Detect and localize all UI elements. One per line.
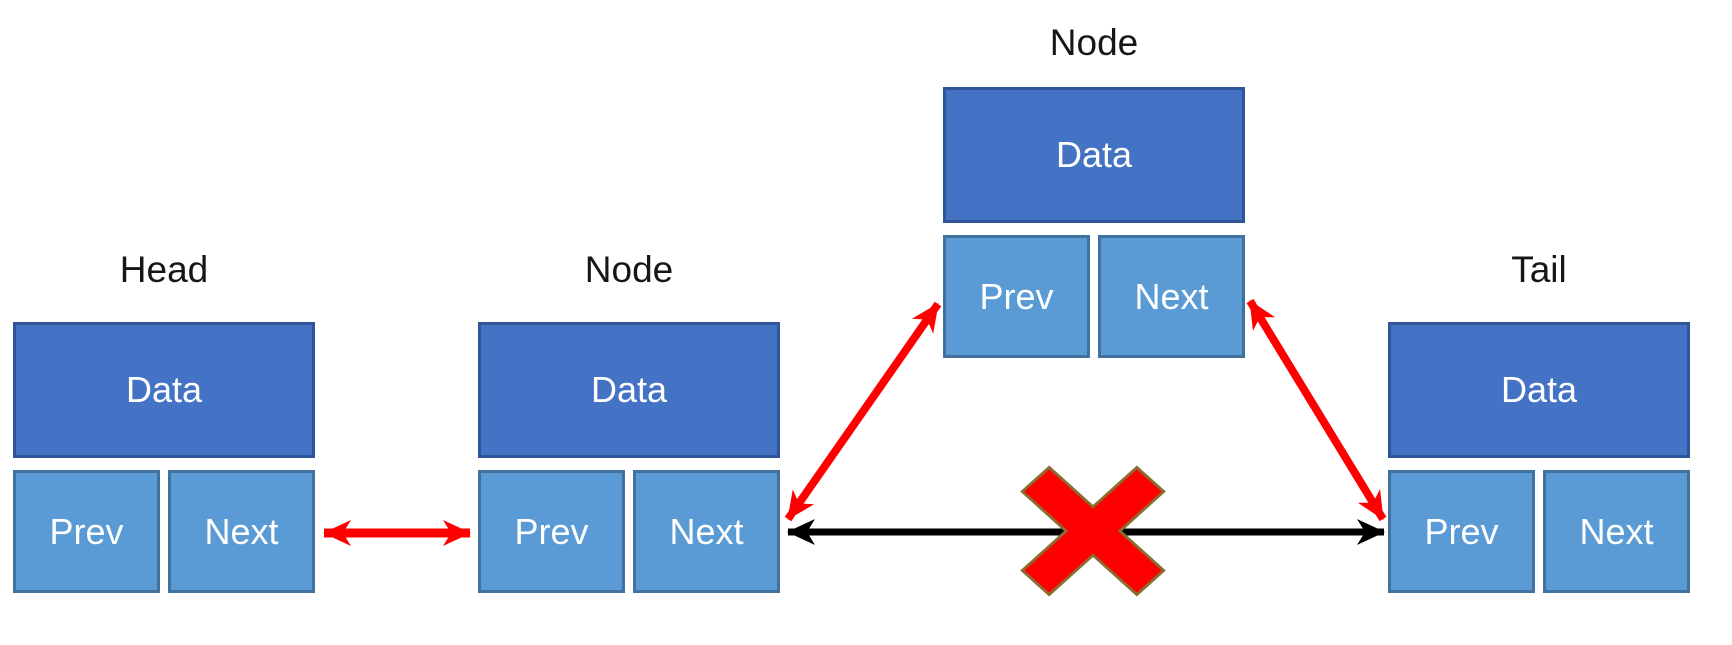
node-head-data-box: Data [13, 322, 315, 458]
node-head-next-box: Next [168, 470, 315, 593]
node-tail-prev-box: Prev [1388, 470, 1535, 593]
broken-link-x-icon [1020, 465, 1166, 597]
node-tail-next-box: Next [1543, 470, 1690, 593]
node-middle-next-box: Next [633, 470, 780, 593]
node-inserted-label: Node [1049, 22, 1139, 63]
node-head-prev-box: Prev [13, 470, 160, 593]
node-middle-data-box: Data [478, 322, 780, 458]
node-head-pointer-row: Prev Next [13, 470, 315, 593]
node-middle: Node Data Prev Next [478, 249, 780, 593]
node-inserted-pointer-row: Prev Next [943, 235, 1245, 358]
node-inserted-next-box: Next [1098, 235, 1245, 358]
node-inserted-prev-box: Prev [943, 235, 1090, 358]
node-tail-label: Tail [1511, 249, 1567, 290]
node-head: Head Data Prev Next [13, 249, 315, 593]
link-middle-next-to-inserted-prev [784, 301, 942, 522]
node-tail: Tail Data Prev Next [1388, 249, 1690, 593]
node-inserted-data-box: Data [943, 87, 1245, 223]
node-head-label: Head [119, 249, 209, 290]
link-inserted-next-to-tail-prev [1246, 298, 1387, 522]
node-inserted: Node Data Prev Next [943, 22, 1245, 358]
node-tail-data-box: Data [1388, 322, 1690, 458]
node-middle-prev-box: Prev [478, 470, 625, 593]
node-middle-label: Node [584, 249, 674, 290]
node-middle-pointer-row: Prev Next [478, 470, 780, 593]
node-tail-pointer-row: Prev Next [1388, 470, 1690, 593]
